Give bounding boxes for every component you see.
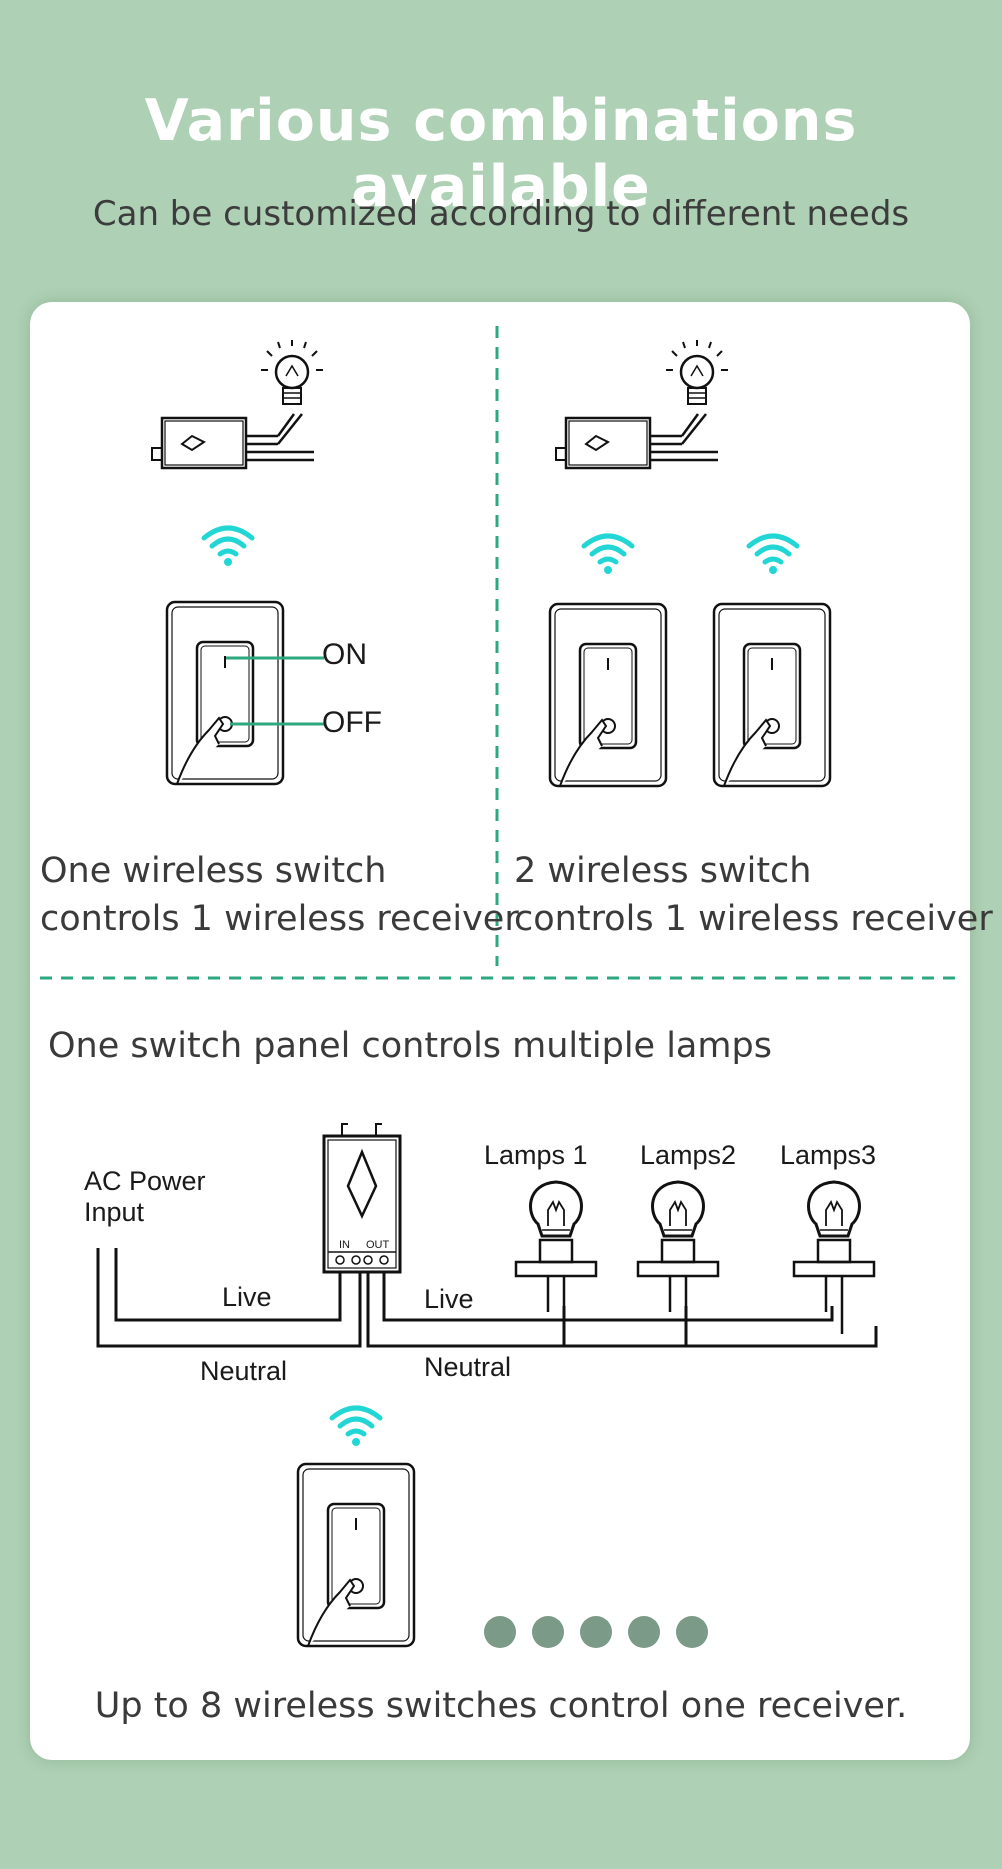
switch-icon-right-2 — [712, 602, 832, 788]
lamp-icon-2 — [636, 1180, 720, 1336]
switch-icon-bottom — [296, 1462, 416, 1648]
on-label: ON — [322, 638, 367, 671]
panel-one-caption-line1: One wireless switch — [40, 851, 387, 891]
lamp-icon-1 — [514, 1180, 598, 1336]
lamp-label-1: Lamps 1 — [484, 1140, 588, 1170]
lamp-label-2: Lamps2 — [640, 1140, 737, 1170]
live-label-left: Live — [222, 1282, 272, 1312]
lamp-label-3: Lamps3 — [780, 1140, 877, 1170]
dot-2 — [532, 1616, 564, 1648]
receiver-icon-right — [554, 412, 720, 470]
bulb-icon-left — [259, 338, 325, 406]
wiring-diagram — [96, 1248, 878, 1348]
wifi-icon-right-1 — [584, 536, 632, 574]
off-label: OFF — [322, 706, 382, 739]
dot-5 — [676, 1616, 708, 1648]
page-subtitle: Can be customized according to different… — [92, 194, 910, 234]
wifi-icon-right-2 — [749, 536, 797, 574]
neutral-label-left: Neutral — [200, 1356, 288, 1386]
dot-4 — [628, 1616, 660, 1648]
panel-two-caption-line2: controls 1 wireless receiver — [514, 899, 993, 939]
panel-three-title: One switch panel controls multiple lamps — [48, 1026, 772, 1066]
diagram-card — [30, 302, 970, 1760]
lamp-icon-3 — [792, 1180, 876, 1336]
footer-caption: Up to 8 wireless switches control one re… — [94, 1686, 908, 1726]
receiver-icon-left — [150, 412, 316, 470]
wifi-icon-left — [204, 528, 252, 566]
bulb-icon-right — [664, 338, 730, 406]
receiver-out-label: OUT — [366, 1239, 390, 1251]
switch-icon-right-1 — [548, 602, 668, 788]
receiver-in-label: IN — [339, 1239, 350, 1251]
dot-3 — [580, 1616, 612, 1648]
receiver-icon-main — [322, 1123, 402, 1274]
panel-two-caption-line1: 2 wireless switch — [514, 851, 812, 891]
dot-1 — [484, 1616, 516, 1648]
switch-icon-left — [165, 600, 285, 786]
live-label-right: Live — [424, 1284, 474, 1314]
panel-one-caption-line2: controls 1 wireless receiver — [40, 899, 519, 939]
neutral-label-right: Neutral — [424, 1352, 512, 1382]
pagination-dots — [484, 1616, 708, 1648]
page-title: Various combinations available — [144, 88, 858, 220]
wifi-icon-bottom — [332, 1408, 380, 1446]
ac-input-label-line2: Input — [84, 1197, 145, 1227]
ac-input-label-line1: AC Power — [84, 1166, 206, 1196]
